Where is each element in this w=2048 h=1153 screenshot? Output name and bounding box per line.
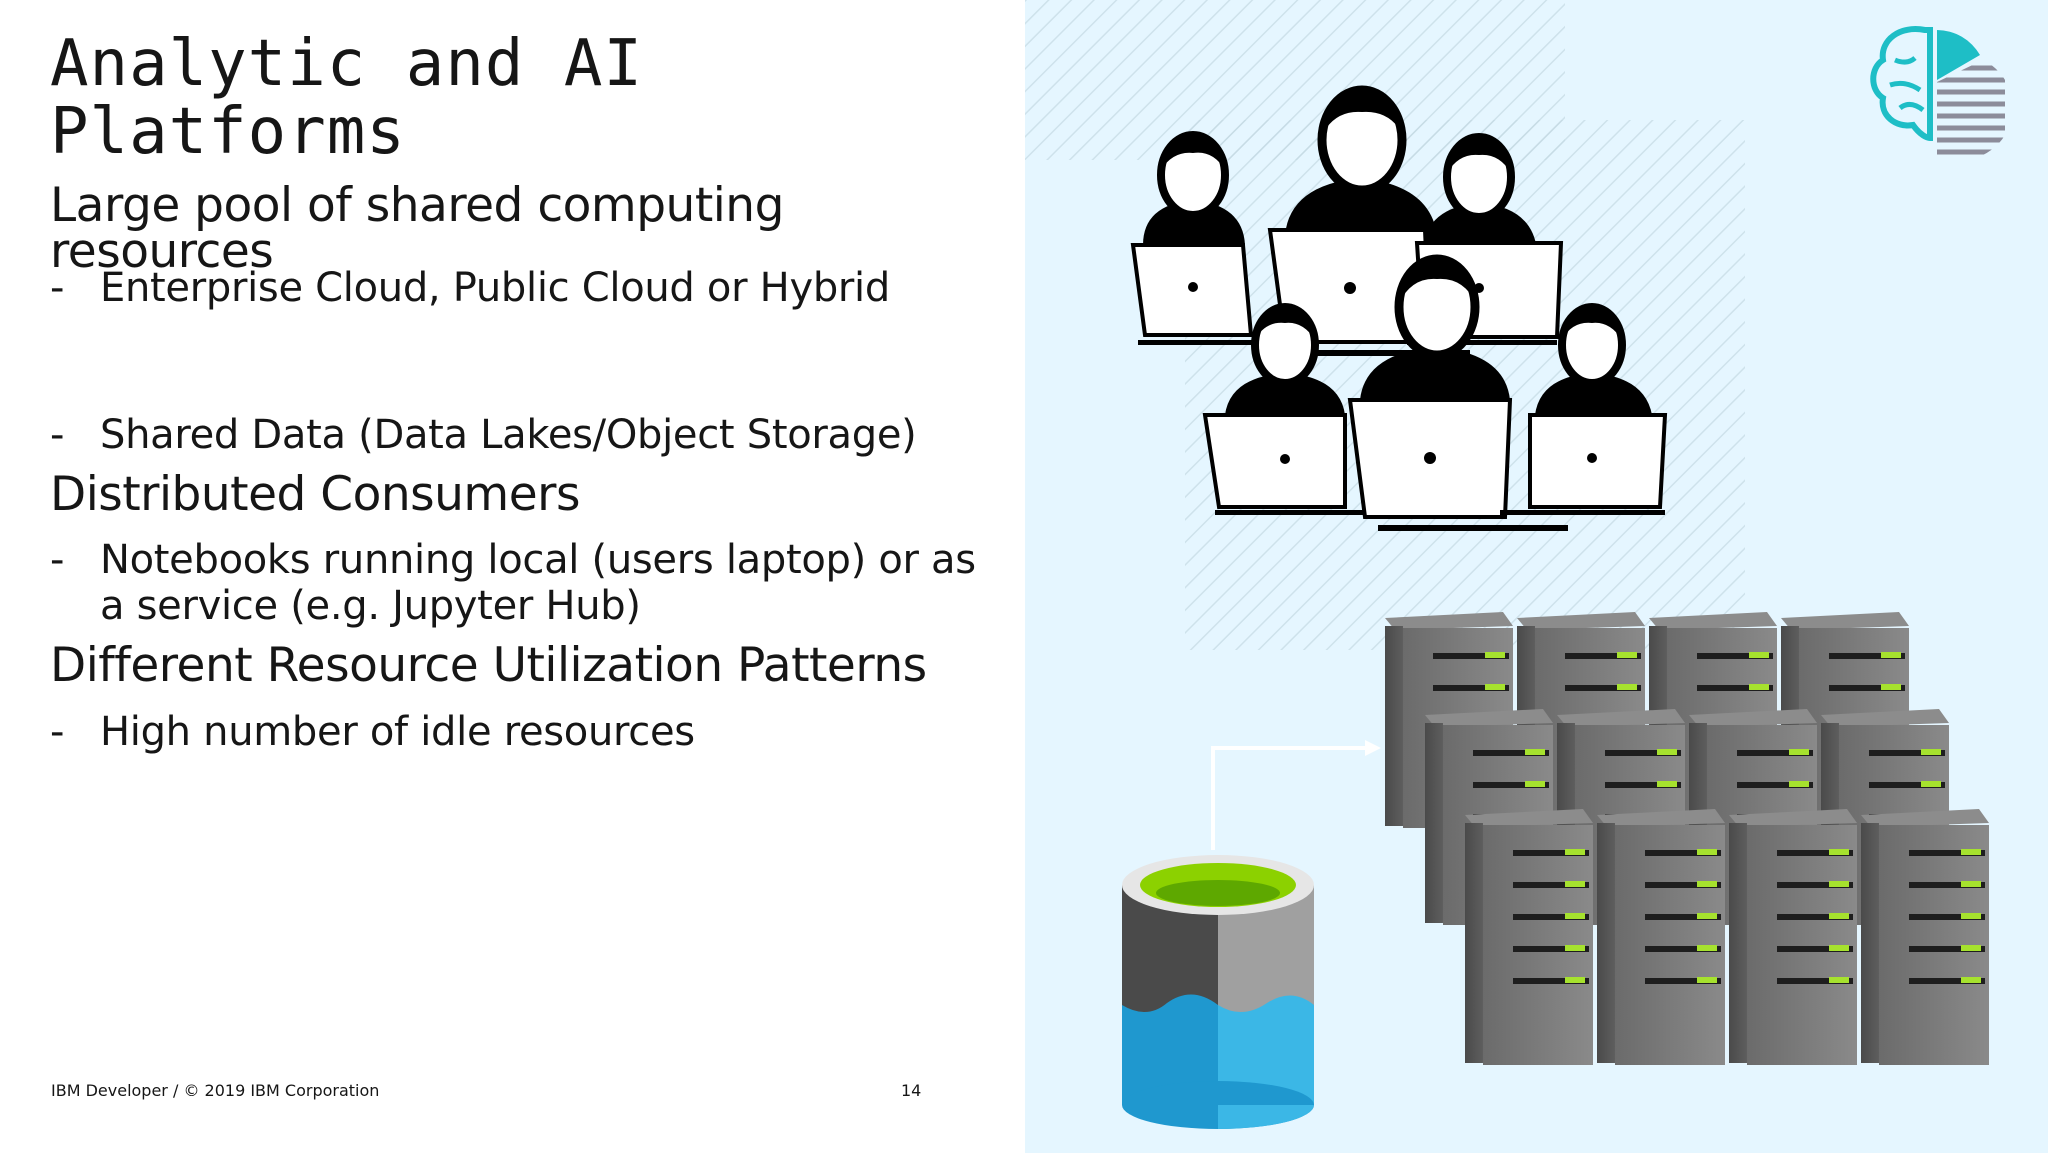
footer-copyright: IBM Developer / © 2019 IBM Corporation	[51, 1081, 380, 1100]
server-tower	[1861, 809, 1989, 1065]
brain-logo-icon	[1870, 26, 2005, 155]
section-heading-distributed-consumers: Distributed Consumers	[50, 467, 580, 522]
page-number: 14	[901, 1081, 922, 1100]
text-panel: Analytic and AI Platforms Large pool of …	[50, 27, 977, 1100]
section-heading-shared-resources: Large pool of shared computing resources	[50, 178, 784, 279]
section-heading-utilization: Different Resource Utilization Patterns	[50, 638, 927, 693]
server-rack-icon	[1385, 612, 1989, 1065]
illustration	[1025, 0, 2005, 1129]
arrow-right-icon	[1211, 740, 1381, 850]
server-tower	[1597, 809, 1725, 1065]
slide-title: Analytic and AI Platforms	[50, 27, 643, 169]
users-with-laptops-icon	[1130, 85, 1668, 531]
illustration-panel	[1025, 0, 2048, 1153]
server-tower	[1729, 809, 1857, 1065]
data-storage-cylinder-icon	[1122, 855, 1314, 1129]
server-tower	[1465, 809, 1593, 1065]
